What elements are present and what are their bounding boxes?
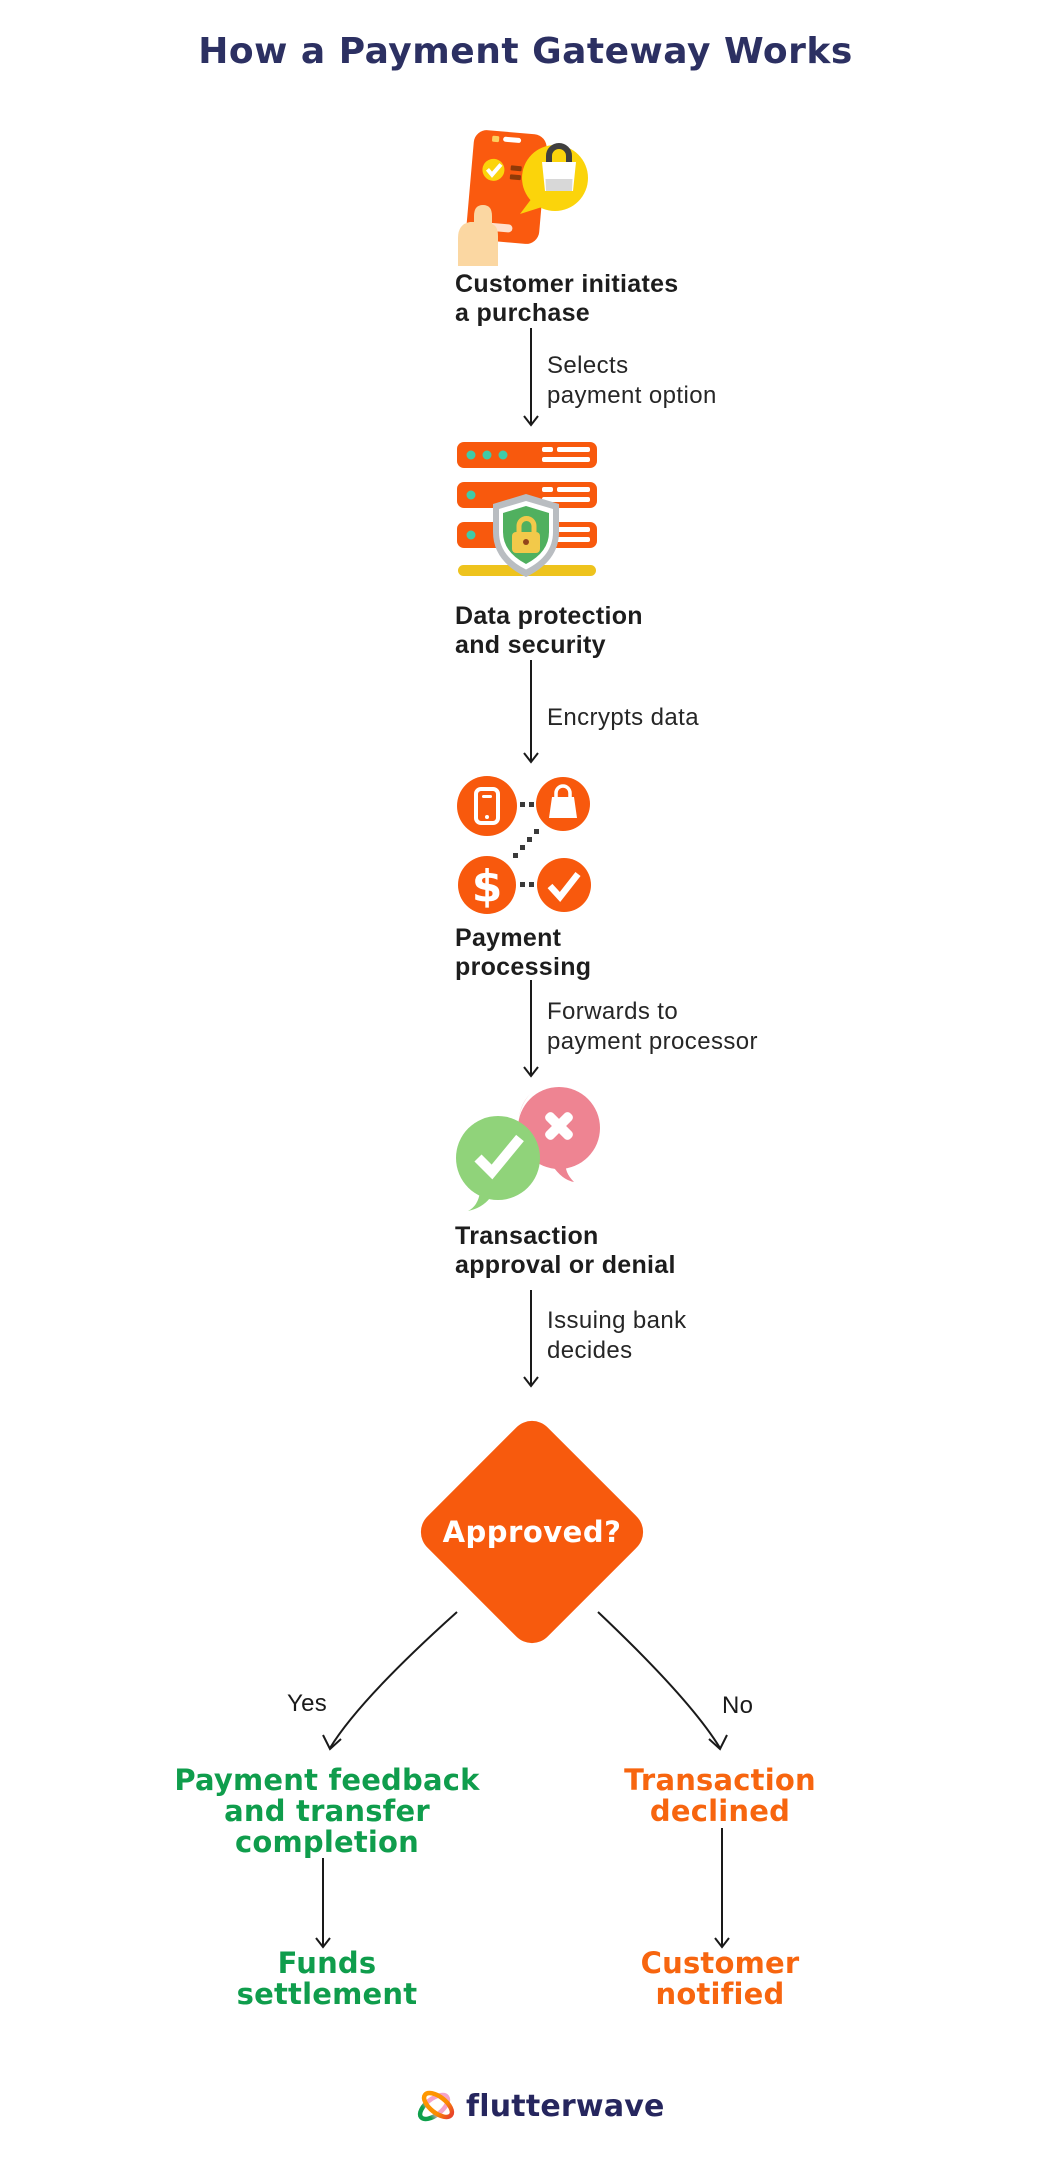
arrow-down-2 — [523, 660, 539, 764]
page-title: How a Payment Gateway Works — [198, 31, 853, 72]
arrow-down-3 — [523, 980, 539, 1078]
yes-branch-result: Funds settlement — [236, 1946, 418, 2011]
yes-label: Yes — [287, 1690, 328, 1717]
arrow-down-1 — [523, 328, 539, 427]
edge-label-issuing-bank-decides: Issuing bank decides — [547, 1307, 687, 1364]
arrow-down-4 — [523, 1290, 539, 1388]
dollar-glyph: $ — [472, 861, 503, 912]
yes-branch-step: Payment feedback and transfer completion — [174, 1763, 480, 1859]
no-label: No — [722, 1692, 754, 1719]
no-branch-step: Transaction declined — [624, 1763, 816, 1828]
step-label-transaction-approval: Transaction approval or denial — [455, 1222, 676, 1279]
step-label-payment-processing: Payment processing — [455, 924, 592, 981]
branch-arrow-yes — [322, 1611, 458, 1751]
edge-label-encrypts-data: Encrypts data — [547, 704, 699, 731]
step-label-data-protection: Data protection and security — [455, 602, 643, 659]
flutterwave-wordmark: flutterwave — [466, 2089, 665, 2124]
edge-label-forwards-to-processor: Forwards to payment processor — [547, 998, 758, 1055]
edge-label-selects-payment-option: Selects payment option — [547, 352, 717, 409]
smartphone-purchase-icon — [458, 130, 588, 266]
arrow-down-yes-result — [315, 1858, 331, 1949]
server-shield-icon — [457, 442, 597, 577]
arrow-down-no-result — [714, 1828, 730, 1949]
step-label-customer-initiates: Customer initiates a purchase — [455, 270, 679, 327]
flutterwave-logo-icon — [417, 2090, 455, 2122]
approval-denial-bubbles-icon — [456, 1087, 600, 1211]
decision-question: Approved? — [442, 1515, 622, 1549]
payment-network-icon: $ — [457, 776, 591, 914]
no-branch-result: Customer notified — [640, 1946, 800, 2011]
branch-arrow-no — [597, 1611, 728, 1751]
